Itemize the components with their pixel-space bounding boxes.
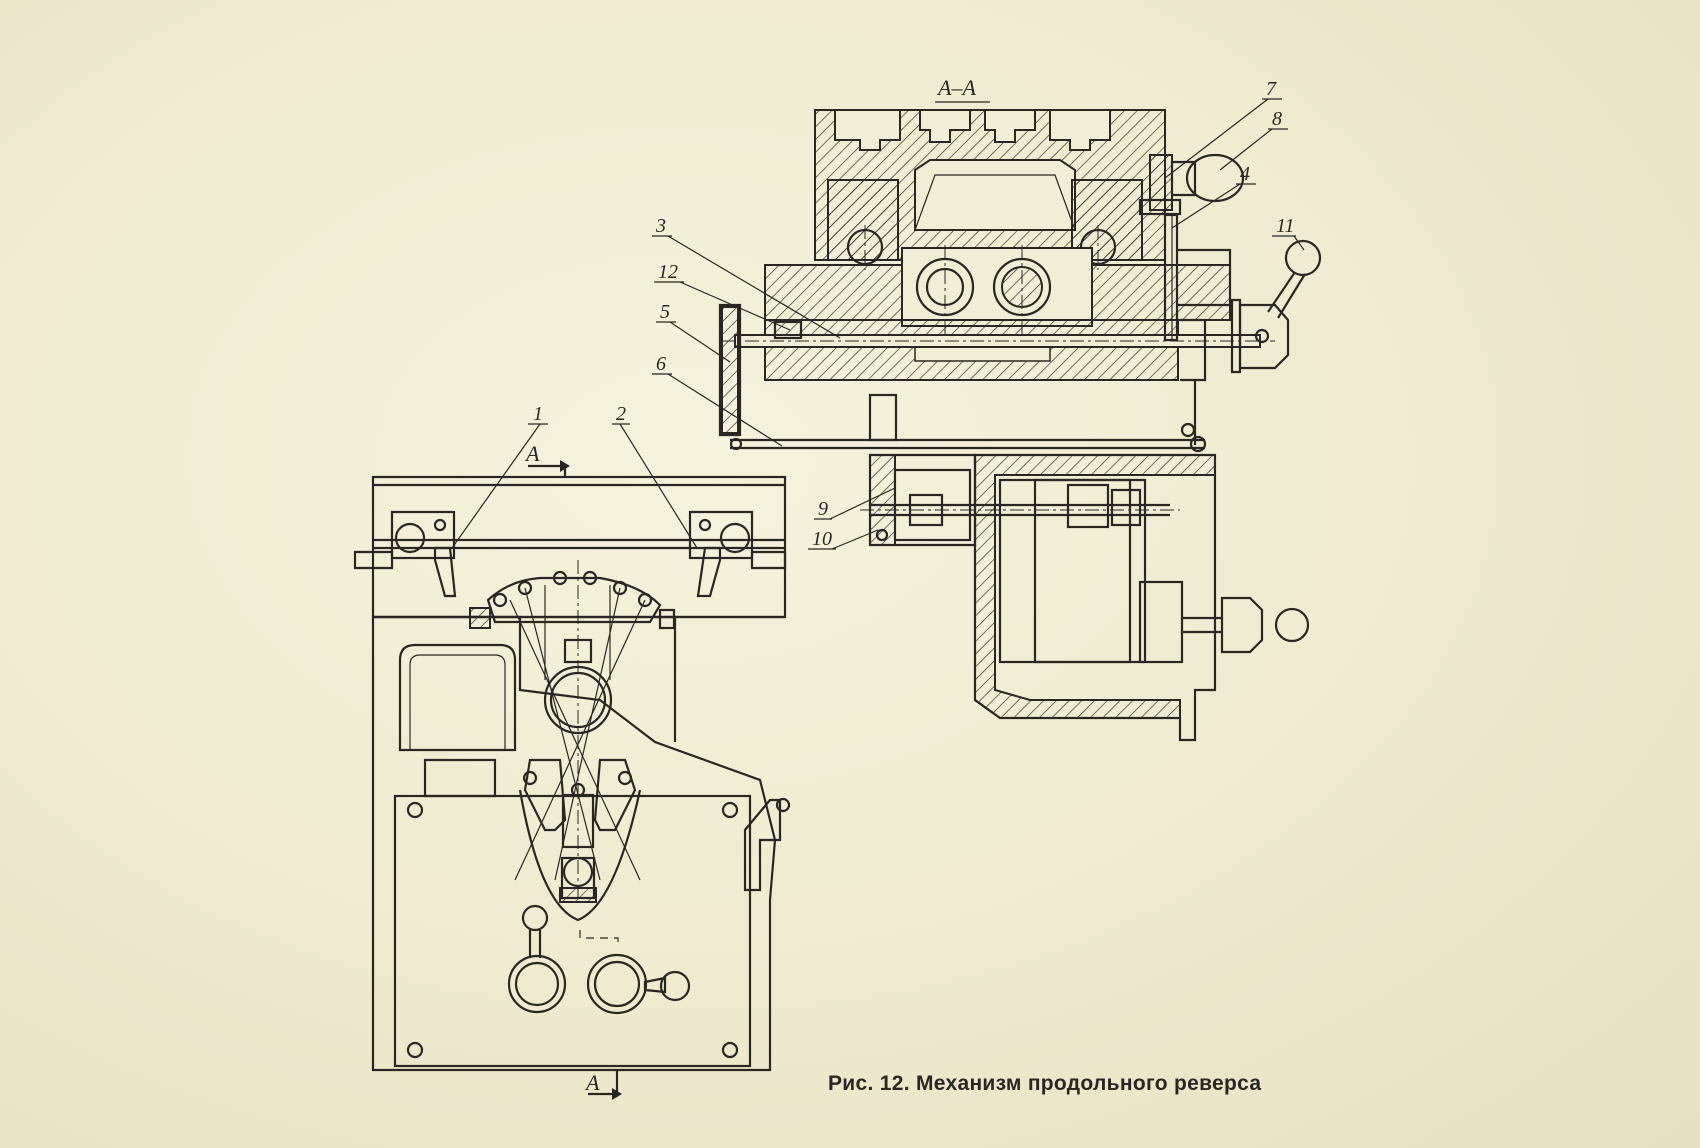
section-view-a-a: А–А [718,75,1322,453]
callout-3: 3 [655,215,666,237]
callout-7: 7 [1266,78,1277,100]
section-title: А–А [936,75,976,100]
figure-caption: Рис. 12. Механизм продольного реверса [828,1072,1262,1095]
callout-2: 2 [616,403,626,425]
callouts: 1 2 3 12 5 6 7 8 4 11 [451,78,1305,550]
reverse-gearbox [860,453,1310,742]
callout-1: 1 [533,403,543,425]
callout-4: 4 [1240,163,1250,185]
section-mark-bottom: A [584,1070,600,1095]
callout-9: 9 [818,498,828,520]
section-mark-top: A [524,441,540,466]
callout-8: 8 [1272,108,1282,130]
callout-6: 6 [656,353,666,375]
callout-12: 12 [658,261,678,283]
callout-11: 11 [1276,215,1295,237]
callout-10: 10 [812,528,832,550]
callout-5: 5 [660,301,670,323]
front-view: A [353,441,791,1100]
